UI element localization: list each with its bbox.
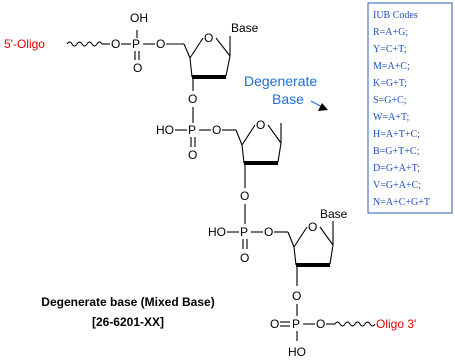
atom-o: O [316,317,325,331]
atom-p: P [240,225,248,239]
degenerate-label: Degenerate [244,73,317,89]
atom-o: O [240,251,249,265]
iub-code: W=A+T; [373,112,409,123]
iub-code: S=G+C; [373,95,407,106]
atom-p: P [292,317,300,331]
iub-code: Y=C+T; [373,44,407,55]
iub-code: B=G+T+C; [373,146,420,157]
sugar-ring-3 [293,221,334,286]
iub-code: N=A+C+G+T [373,197,430,208]
base-label-1: Base [231,21,259,35]
iub-code: R=A+G; [373,27,408,38]
arrow-head [318,103,328,111]
oligo-5prime-label: 5'-Oligo [4,37,45,51]
atom-o: O [188,92,197,106]
atom-oh: OH [130,11,148,25]
iub-code: M=A+C; [373,61,410,72]
atom-ho: HO [208,225,226,239]
atom-o: O [212,123,221,137]
atom-p: P [132,37,140,51]
bond [183,43,191,59]
bond [235,129,243,146]
atom-o: O [240,189,249,203]
iub-code: H=A+T+C; [373,129,420,140]
atom-o: O [270,317,279,331]
atom-o: O [156,37,165,51]
ring-oxygen: O [256,118,265,132]
caption-title: Degenerate base (Mixed Base) [41,295,214,309]
iub-code: D=G+A+T; [373,163,420,174]
sugar-ring-2 [241,123,282,188]
ring-oxygen: O [204,31,213,45]
atom-o: O [188,148,197,162]
degenerate-label-base: Base [272,91,304,107]
caption-code: [26-6201-XX] [92,315,164,329]
atom-ho: HO [288,345,306,359]
iub-box-border [367,2,453,214]
atom-o: O [292,289,301,303]
base-label-2: Base [320,207,348,221]
wavy-linker-3prime [334,321,376,327]
iub-title: IUB Codes [373,10,418,21]
atom-o: O [133,61,142,75]
iub-codes-box: IUB Codes R=A+G; Y=C+T; M=A+C; K=G+T; S=… [367,2,453,214]
atom-o: O [264,225,273,239]
iub-code: K=G+T; [373,78,407,89]
oligo-3prime-label: Oligo 3' [376,317,416,331]
sugar-ring-1 [189,36,231,91]
iub-code: V=G+A+C; [373,180,421,191]
bond [287,231,295,248]
atom-p: P [188,123,196,137]
wavy-linker-5prime [66,41,103,47]
ring-oxygen: O [308,220,317,234]
atom-ho: HO [156,123,174,137]
atom-o: O [111,37,120,51]
